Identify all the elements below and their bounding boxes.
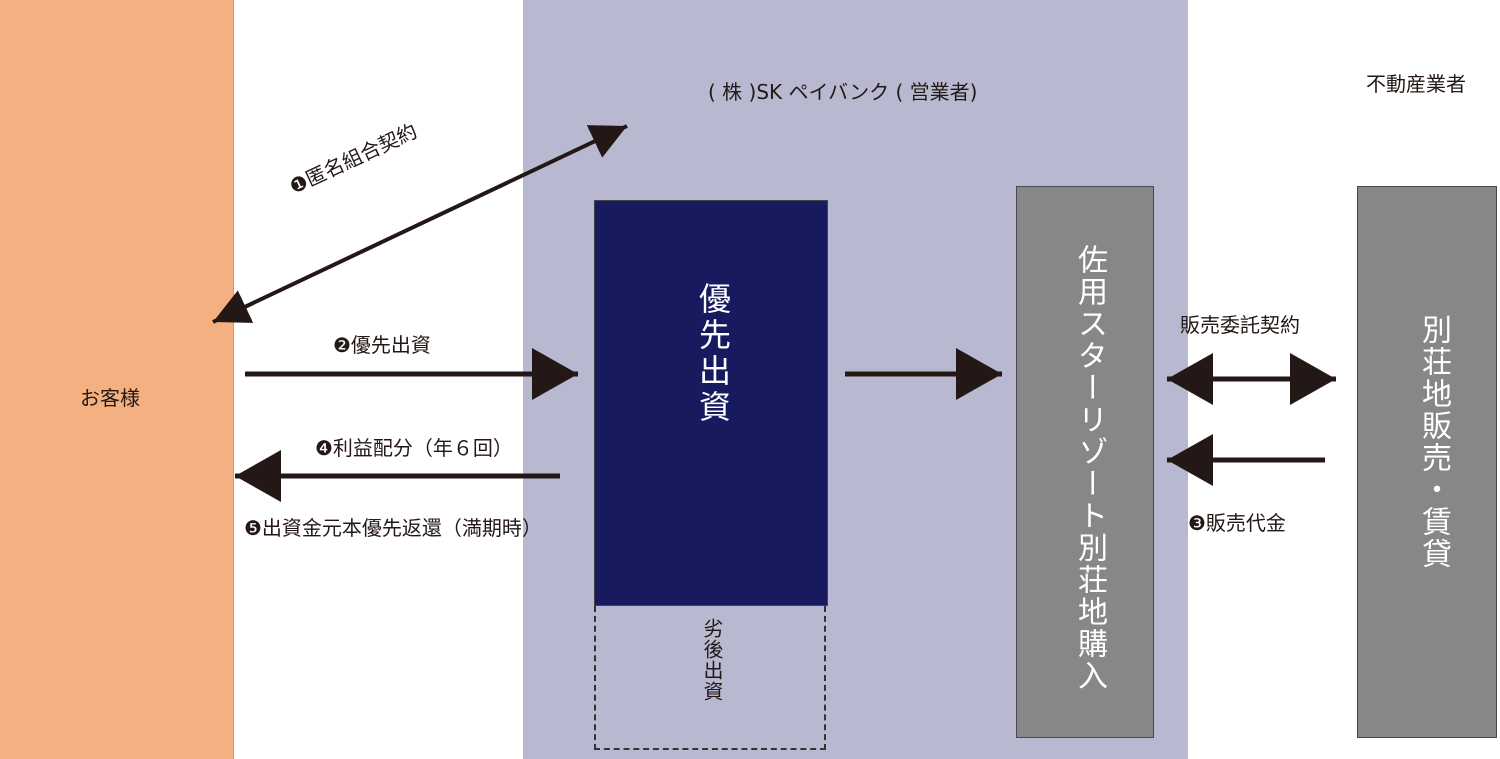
flow-2-label: ❷優先出資 [333, 333, 431, 357]
subordinate-investment-box [594, 606, 826, 750]
customer-box [0, 0, 234, 759]
consignment-label: 販売委託契約 [1180, 313, 1300, 337]
flow-5-label: ❺出資金元本優先返還（満期時） [244, 516, 542, 540]
contract-double-arrow [212, 124, 628, 324]
real-estate-title: 不動産業者 [1366, 72, 1466, 96]
flow-3-label: ❸販売代金 [1188, 511, 1286, 535]
flow-4-label: ❹利益配分（年６回） [315, 436, 513, 460]
purchase-box [1016, 186, 1154, 738]
purchase-label: 佐用スターリゾート別荘地購入 [1072, 244, 1107, 692]
operator-title: ( 株 )SK ペイバンク ( 営業者) [708, 80, 978, 104]
subordinate-investment-label: 劣後出資 [700, 618, 724, 702]
sales-label: 別荘地販売・賃貸 [1416, 314, 1451, 570]
customer-label: お客様 [80, 386, 140, 410]
priority-investment-box [594, 200, 828, 606]
sales-box [1357, 186, 1497, 738]
priority-investment-label: 優先出資 [694, 282, 732, 426]
